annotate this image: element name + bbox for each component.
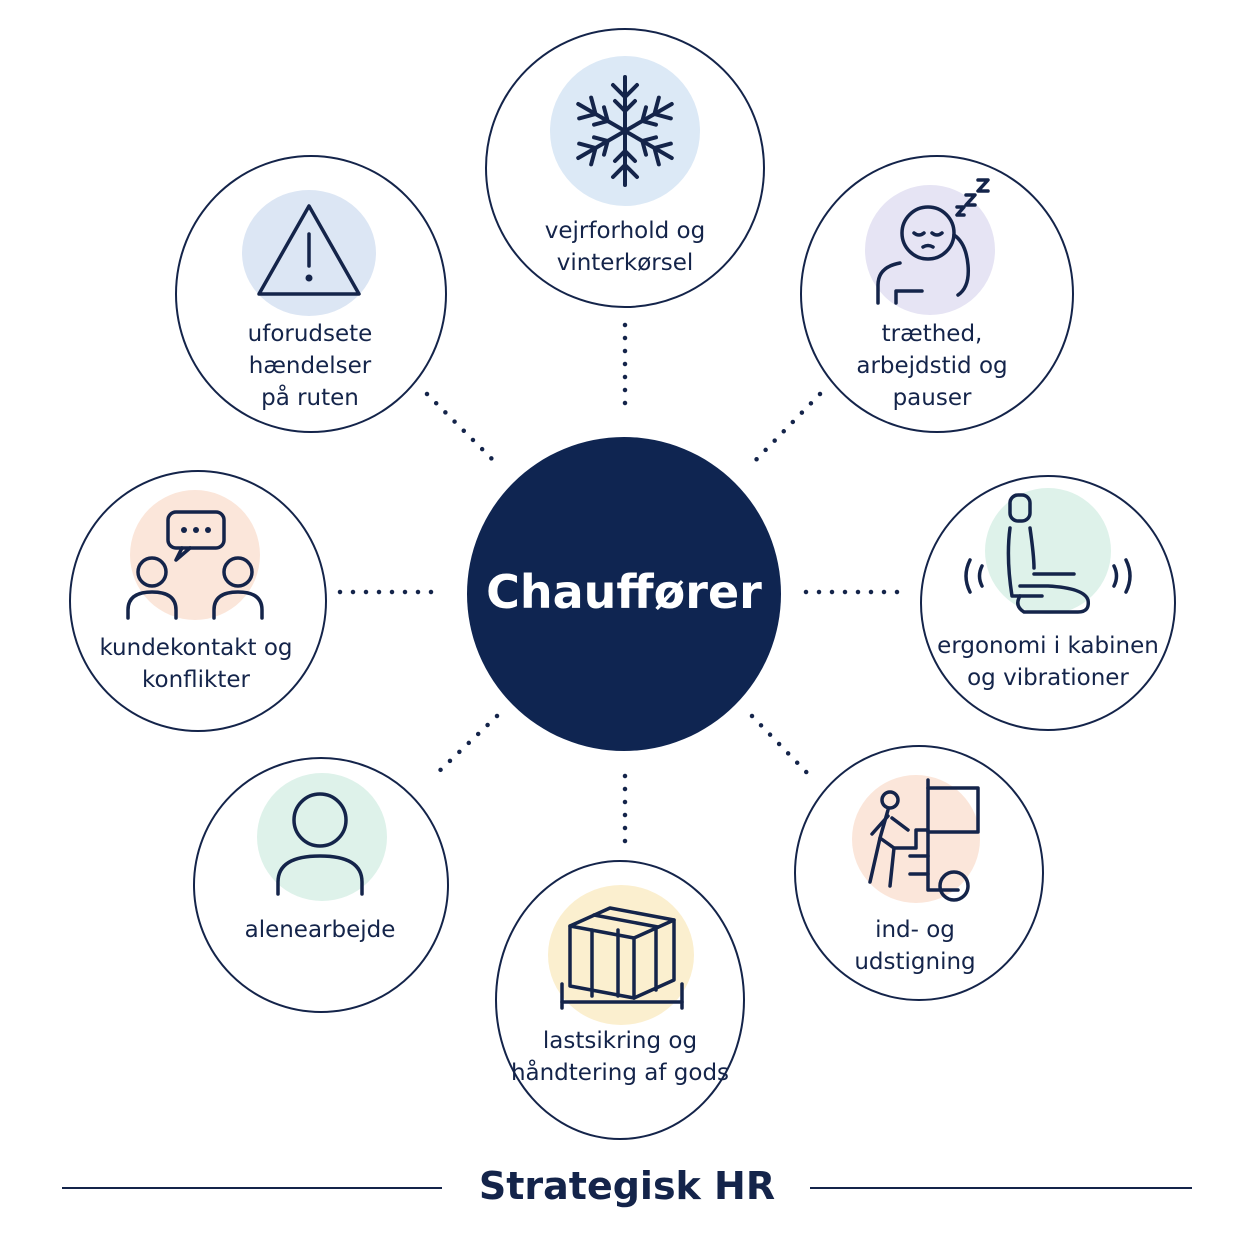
node-label-cargo: lastsikring og håndtering af gods bbox=[510, 1028, 730, 1086]
sleepy-person-icon bbox=[876, 178, 990, 305]
conversation-icon bbox=[126, 510, 264, 620]
footer-rule-right bbox=[810, 1187, 1192, 1189]
center-hub-label: Chauffører bbox=[486, 565, 762, 619]
node-label-weather: vejrforhold og vinterkørsel bbox=[544, 218, 706, 276]
ergonomics-icon-backdrop bbox=[985, 488, 1111, 614]
footer-title: Strategisk HR bbox=[478, 1164, 776, 1208]
center-hub[interactable] bbox=[467, 437, 781, 751]
vibrating-seat-icon bbox=[964, 493, 1132, 614]
node-label-alone: alenearbejde bbox=[244, 917, 396, 943]
single-person-icon bbox=[276, 792, 364, 896]
node-label-fatigue: træthed, arbejdstid og pauser bbox=[856, 321, 1008, 411]
connector-fatigue bbox=[747, 391, 823, 469]
connector-entry bbox=[749, 713, 815, 781]
footer-rule-left bbox=[62, 1187, 442, 1189]
snowflake-icon bbox=[570, 75, 680, 187]
cab-step-person-icon bbox=[868, 778, 980, 902]
connector-incidents bbox=[424, 391, 502, 469]
node-label-incidents: uforudsete hændelser på ruten bbox=[247, 321, 373, 411]
node-label-entry: ind- og udstigning bbox=[854, 917, 976, 975]
connector-alone bbox=[429, 713, 500, 781]
node-label-ergonomics: ergonomi i kabinen og vibrationer bbox=[937, 633, 1159, 691]
warning-icon bbox=[257, 204, 361, 296]
node-label-customer: kundekontakt og konflikter bbox=[99, 635, 293, 693]
strapped-cargo-icon bbox=[560, 906, 684, 1010]
